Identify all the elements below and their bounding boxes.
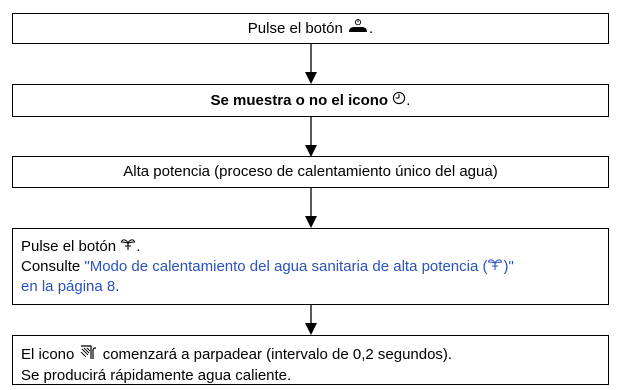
step-3-text: Alta potencia (proceso de calentamiento … [123, 163, 498, 180]
step-4-box: Pulse el botón . Consulte "Modo de calen… [12, 228, 609, 305]
step-4-line-2: Consulte "Modo de calentamiento del agua… [21, 257, 600, 277]
clock-icon [392, 91, 406, 111]
flow-arrow-3 [305, 188, 317, 228]
step-4-line-1: Pulse el botón . [21, 237, 600, 257]
link-text-part-1: "Modo de calentamiento del agua sanitari… [84, 258, 488, 276]
link-text-part-2: )" [503, 258, 514, 276]
flow-arrow-2 [305, 117, 317, 157]
step-2-period: . [406, 91, 411, 109]
step-4-period: . [136, 238, 141, 255]
step-5-line-1: El icono comenzará a parpadear (interval… [21, 344, 600, 366]
step-4-text: Pulse el botón [21, 238, 117, 255]
flow-arrow-4 [305, 305, 317, 335]
page-8-link-continued[interactable]: en la página 8 [21, 278, 116, 296]
flow-arrow-1 [305, 44, 317, 84]
step-5-text: El icono [21, 345, 75, 363]
step-3-box: Alta potencia (proceso de calentamiento … [12, 156, 609, 188]
step-2-text: Se muestra o no el icono [210, 91, 389, 109]
step-1-period: . [369, 19, 374, 37]
step-5-box: El icono comenzará a parpadear (interval… [12, 335, 609, 385]
step-4-consult-text: Consulte [21, 258, 81, 276]
step-4-final-period: . [115, 278, 120, 296]
page-8-link[interactable]: "Modo de calentamiento del agua sanitari… [84, 258, 513, 275]
step-1-text: Pulse el botón [247, 19, 343, 37]
powerful-icon [487, 257, 503, 277]
step-1-box: Pulse el botón . [12, 13, 609, 44]
power-button-icon [347, 18, 369, 40]
powerful-icon [120, 237, 136, 257]
step-5-blink-text: comenzará a parpadear (intervalo de 0,2 … [102, 345, 453, 363]
step-4-line-3: en la página 8. [21, 277, 600, 297]
step-2-box: Se muestra o no el icono . [12, 84, 609, 117]
hot-water-icon [79, 344, 99, 366]
step-5-line-2: Se producirá rápidamente agua caliente. [21, 367, 292, 384]
